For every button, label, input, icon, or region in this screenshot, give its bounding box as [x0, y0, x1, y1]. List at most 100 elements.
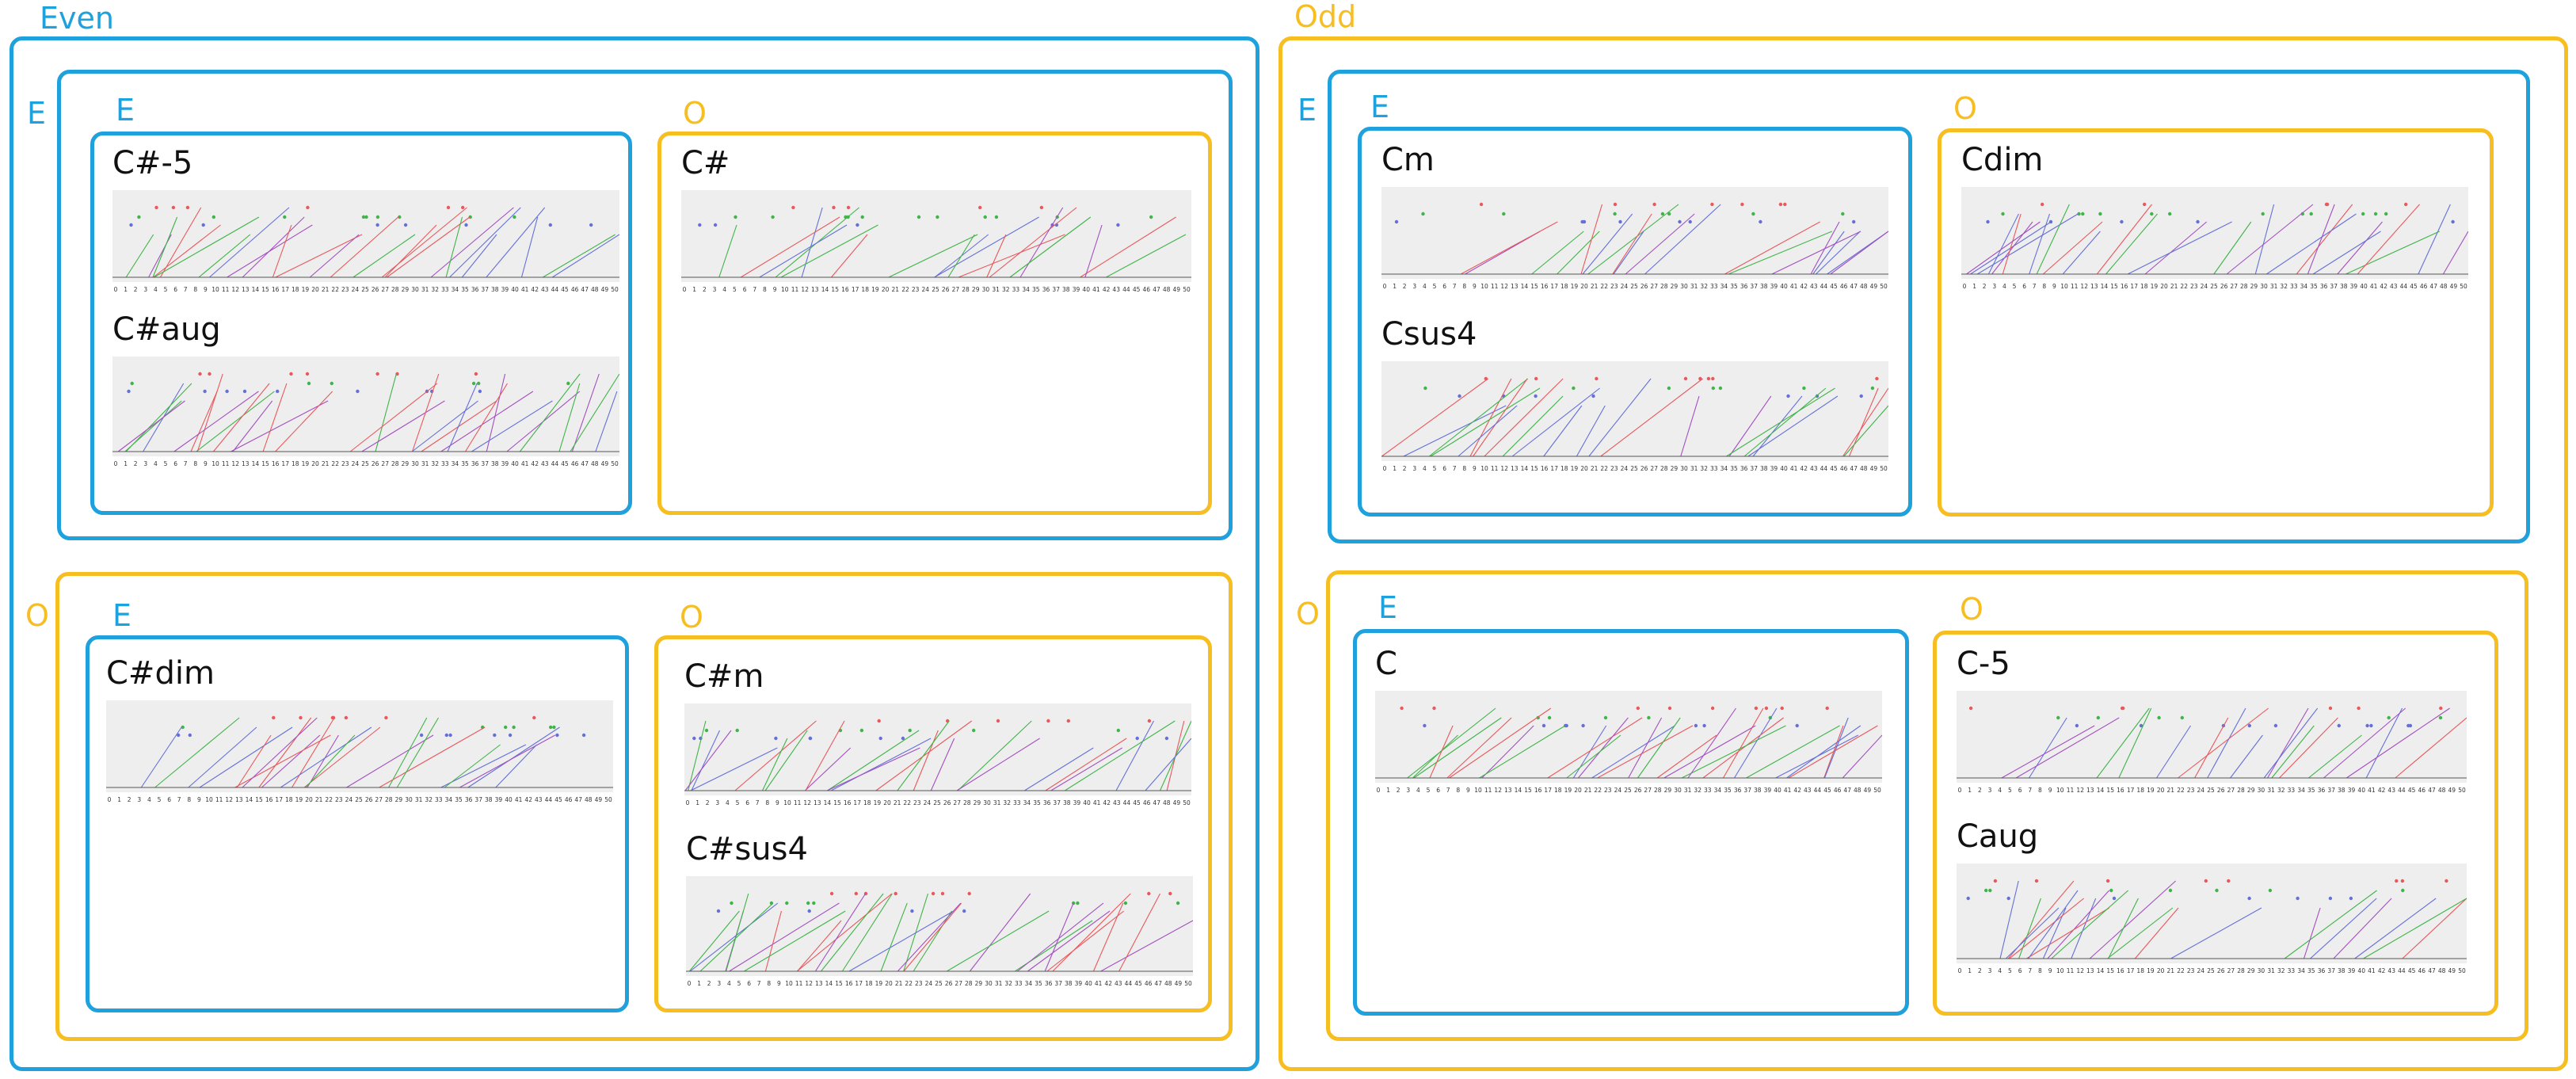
x-tick-label: 13 — [815, 980, 823, 987]
trace-line — [1531, 231, 1584, 275]
even-e-e-box — [90, 132, 632, 515]
trace-line — [1612, 213, 1652, 275]
trace-line — [2028, 890, 2079, 959]
plot-c-sharp-aug: C#augS = { 2, 5, 10 } EEE C#aug012345678… — [112, 314, 619, 469]
marker-dot — [307, 381, 311, 386]
marker-dot — [2373, 212, 2378, 216]
marker-dot — [931, 891, 936, 896]
x-tick-label: 2 — [703, 286, 707, 293]
x-tick-label: 9 — [2048, 967, 2052, 974]
x-tick-label: 37 — [1054, 980, 1062, 987]
trace-line — [1577, 717, 1629, 779]
x-tick-label: 11 — [794, 799, 802, 806]
x-tick-label: 32 — [1694, 787, 1701, 794]
trace-line — [2009, 898, 2084, 959]
trace-line — [1044, 902, 1074, 972]
x-tick-label: 43 — [1113, 799, 1121, 806]
x-tick-label: 24 — [2197, 787, 2205, 794]
marker-dot — [2041, 202, 2044, 207]
trace-line — [361, 400, 445, 452]
x-tick-label: 2 — [1978, 787, 1982, 794]
x-tick-label: 45 — [2408, 967, 2416, 974]
x-tick-label: 28 — [391, 286, 399, 293]
trace-line — [2105, 213, 2158, 275]
x-tick-label: 45 — [1134, 980, 1142, 987]
x-tick-label: 23 — [912, 286, 920, 293]
trace-line — [1771, 231, 1862, 275]
x-tick-label: 24 — [925, 980, 933, 987]
marker-dot — [1694, 723, 1698, 728]
plot-c-sharp-dim: C#dimS = { 2, 5, 8 } EoE C#dim0123456789… — [106, 658, 613, 805]
x-tick-label: 11 — [222, 286, 230, 293]
trace-line — [2308, 734, 2362, 779]
trace-line — [1543, 405, 1583, 457]
odd-e-group — [1328, 70, 2530, 543]
x-tick-label: 7 — [184, 460, 188, 467]
x-tick-label: 9 — [777, 980, 781, 987]
marker-dot — [2112, 896, 2117, 901]
x-tick-label: 16 — [844, 799, 852, 806]
trace-line — [1656, 734, 1717, 779]
trace-line — [188, 726, 257, 788]
marker-dot — [201, 223, 205, 227]
plot-background — [106, 700, 613, 792]
chord-title: C#dim — [106, 655, 215, 692]
x-tick-label: 36 — [2318, 967, 2326, 974]
trace-line — [2134, 907, 2179, 959]
marker-dot — [566, 381, 570, 386]
x-tick-label: 16 — [2117, 967, 2124, 974]
x-tick-label: 39 — [2350, 283, 2358, 290]
x-tick-label: 34 — [1721, 465, 1728, 472]
x-tick-label: 33 — [1704, 787, 1712, 794]
x-tick-label: 41 — [1790, 283, 1798, 290]
x-tick-label: 47 — [2428, 967, 2436, 974]
x-tick-label: 27 — [953, 799, 961, 806]
trace-line — [848, 910, 954, 972]
trace-line — [1576, 405, 1606, 457]
marker-dot — [2006, 896, 2010, 901]
x-tick-label: 45 — [554, 796, 562, 803]
trace-line — [1728, 395, 1772, 457]
x-tick-label: 12 — [801, 286, 809, 293]
x-tick-label: 27 — [381, 286, 389, 293]
trace-line — [958, 234, 1065, 278]
x-tick-label: 45 — [1830, 283, 1838, 290]
trace-line — [1429, 725, 1454, 779]
x-tick-label: 29 — [2247, 787, 2255, 794]
marker-dot — [2096, 715, 2100, 720]
trace-line — [430, 207, 514, 278]
x-tick-label: 49 — [601, 460, 609, 467]
plot-background — [1957, 691, 2467, 783]
x-tick-label: 3 — [1992, 283, 1996, 290]
x-tick-label: 27 — [2227, 787, 2235, 794]
x-tick-label: 32 — [431, 460, 439, 467]
x-tick-label: 48 — [1860, 465, 1868, 472]
marker-dot — [549, 725, 553, 730]
trace-line — [234, 734, 331, 788]
marker-dot — [2227, 879, 2231, 883]
trace-line — [1625, 213, 1695, 275]
x-tick-label: 20 — [1574, 787, 1582, 794]
x-tick-label: 8 — [2038, 967, 2042, 974]
x-tick-label: 22 — [1600, 465, 1608, 472]
x-tick-label: 23 — [2187, 787, 2195, 794]
trace-line — [1084, 224, 1103, 278]
x-tick-label: 6 — [173, 286, 177, 293]
x-tick-label: 24 — [924, 799, 932, 806]
trace-line — [1557, 231, 1600, 275]
marker-dot — [2328, 706, 2333, 711]
marker-dot — [972, 728, 976, 733]
marker-dot — [806, 901, 810, 906]
trace-line — [375, 373, 397, 452]
trace-line — [1430, 387, 1541, 457]
x-tick-label: 4 — [1423, 465, 1427, 472]
trace-line — [303, 726, 381, 788]
x-tick-label: 16 — [265, 796, 273, 803]
even-e-label: E — [27, 96, 47, 131]
x-tick-label: 20 — [882, 286, 890, 293]
x-tick-label: 1 — [1393, 283, 1397, 290]
x-tick-label: 25 — [935, 980, 943, 987]
odd-e-e-label: E — [1370, 90, 1390, 124]
